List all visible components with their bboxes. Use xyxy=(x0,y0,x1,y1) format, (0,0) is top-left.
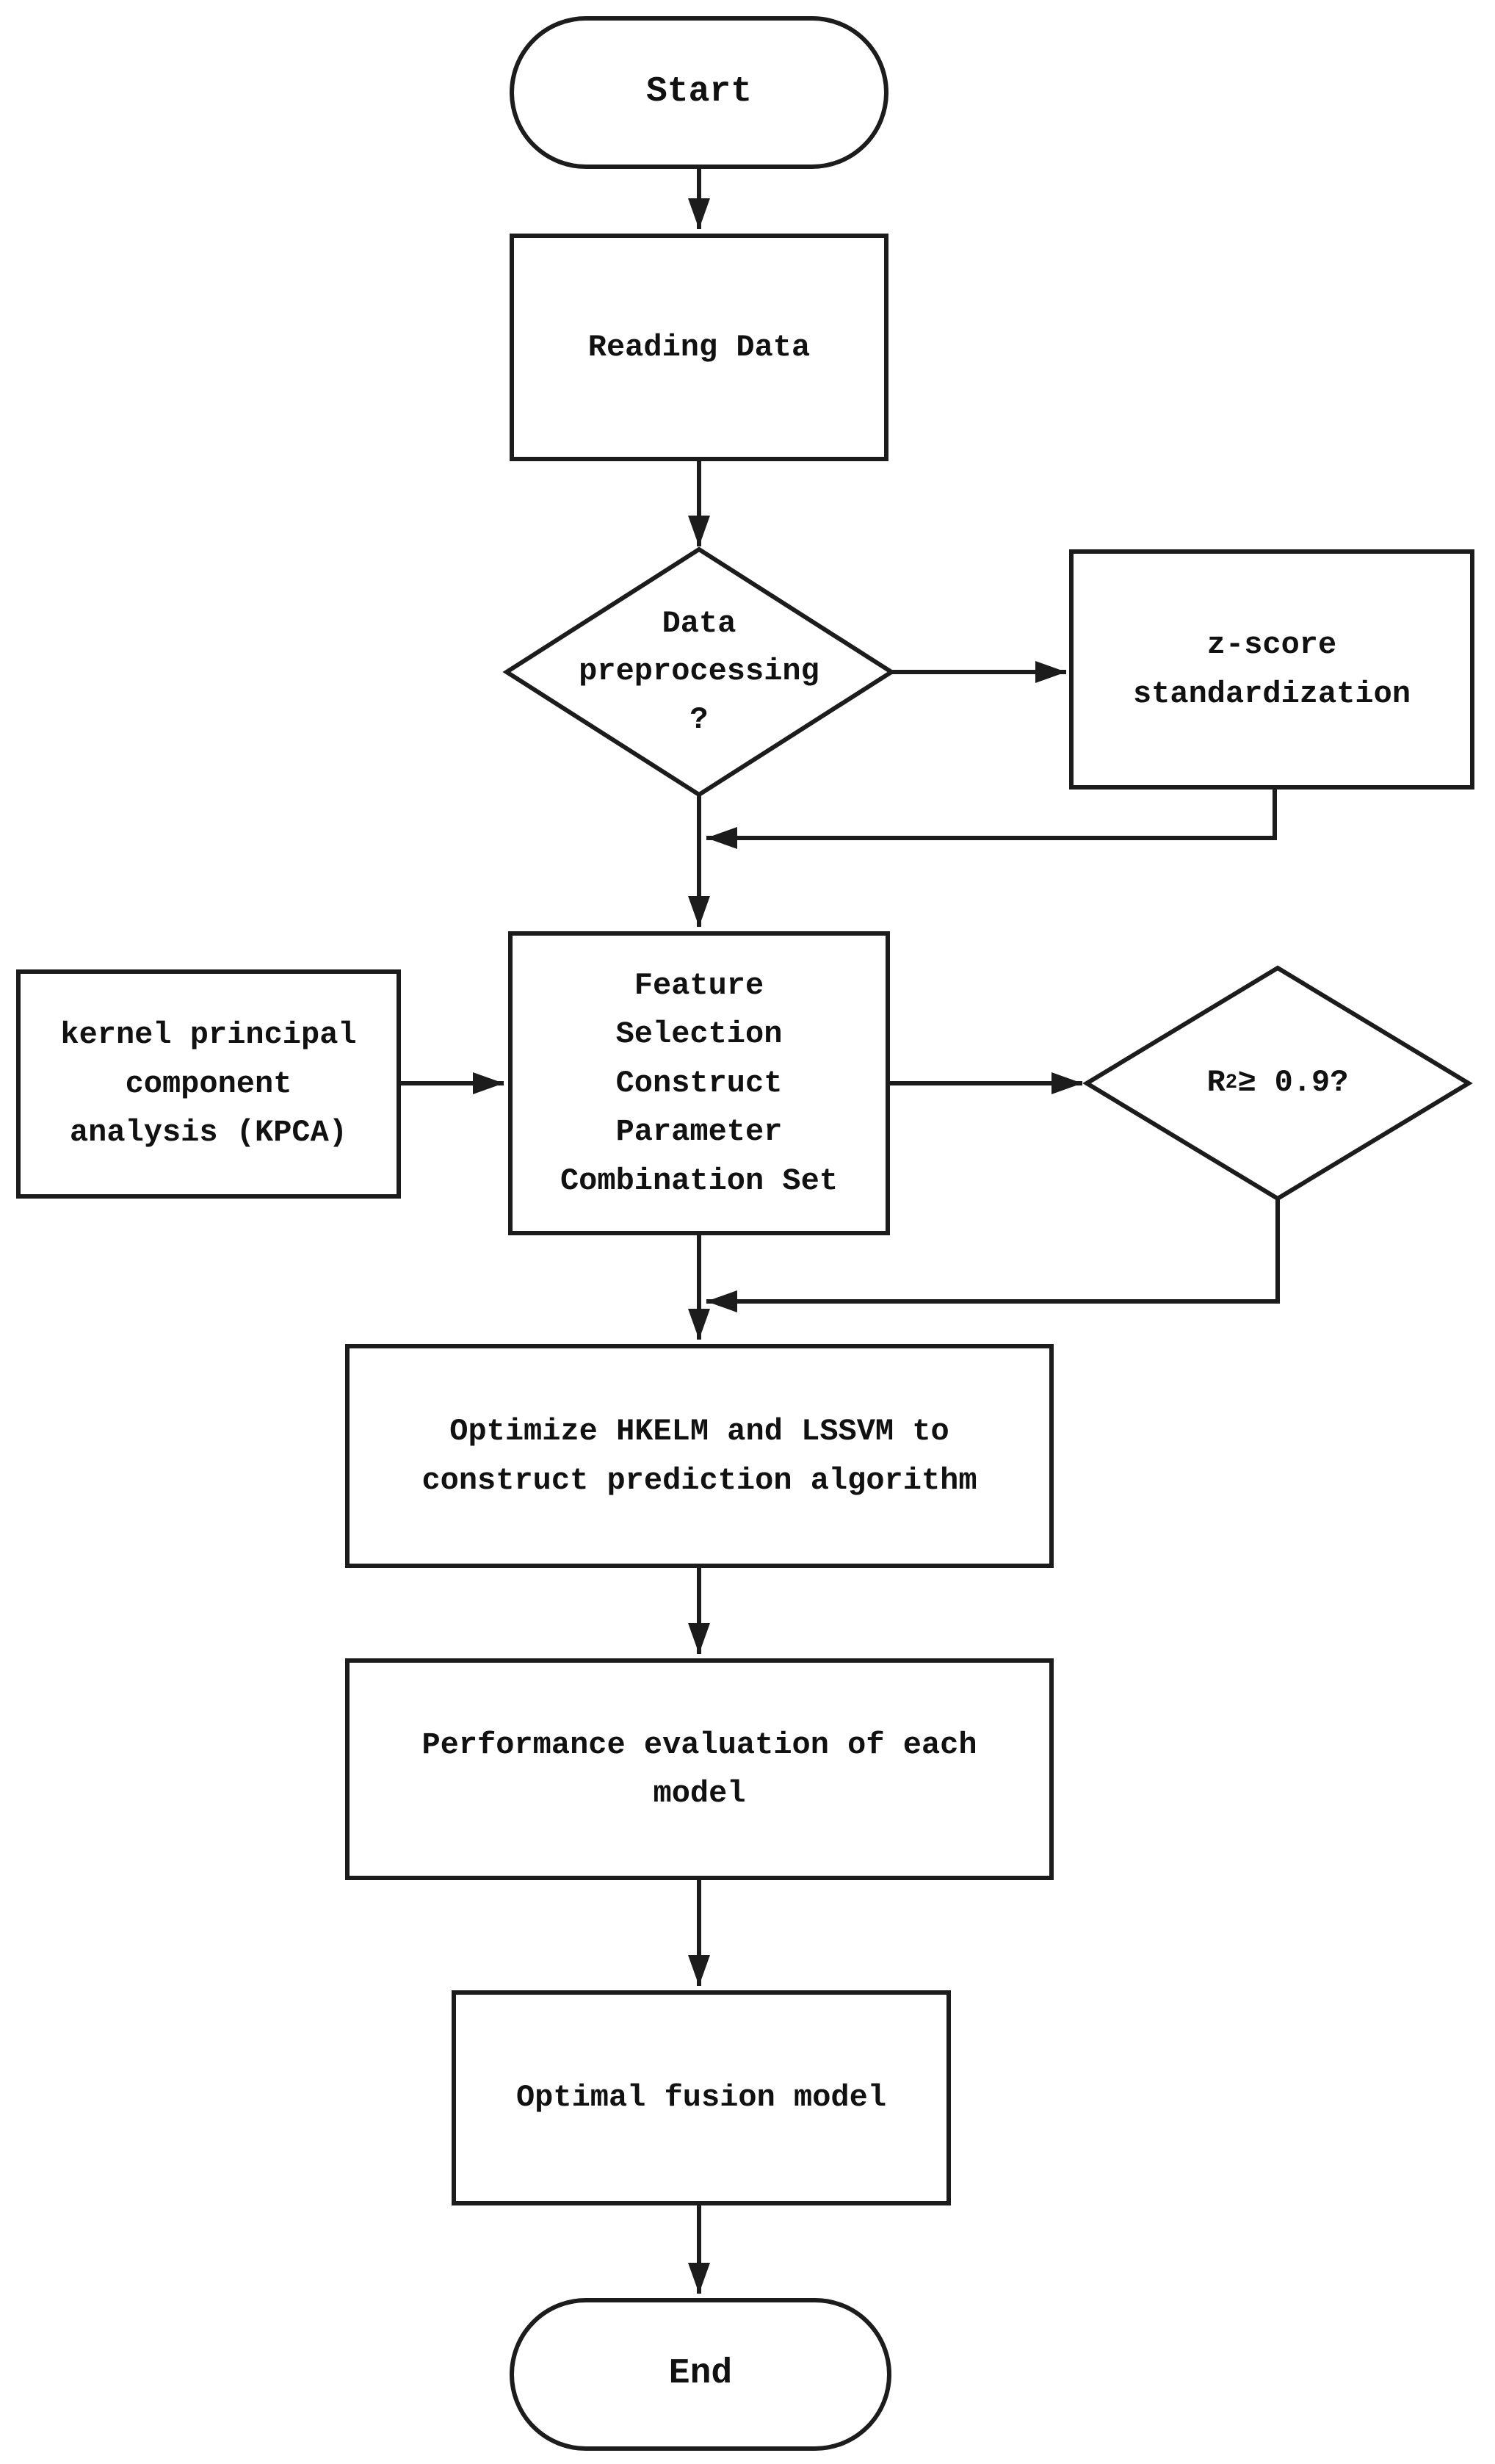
node-reading-data: Reading Data xyxy=(510,234,888,461)
edge-z-score-return xyxy=(706,790,1277,849)
node-feature-selection: Feature Selection Construct Parameter Co… xyxy=(508,931,890,1235)
node-performance-evaluation: Performance evaluation of each model xyxy=(345,1658,1054,1880)
node-start: Start xyxy=(510,16,888,169)
node-optimize-hkelm-lssvm: Optimize HKELM and LSSVM to construct pr… xyxy=(345,1344,1054,1568)
edge-r2-check-return xyxy=(706,1199,1280,1312)
node-data-preprocessing: Data preprocessing ? xyxy=(579,606,819,737)
node-end: End xyxy=(510,2298,891,2451)
node-optimal-fusion-model: Optimal fusion model xyxy=(452,1990,951,2205)
node-z-score-standardization: z-score standardization xyxy=(1069,549,1474,790)
node-kpca: kernel principal component analysis (KPC… xyxy=(16,969,401,1199)
